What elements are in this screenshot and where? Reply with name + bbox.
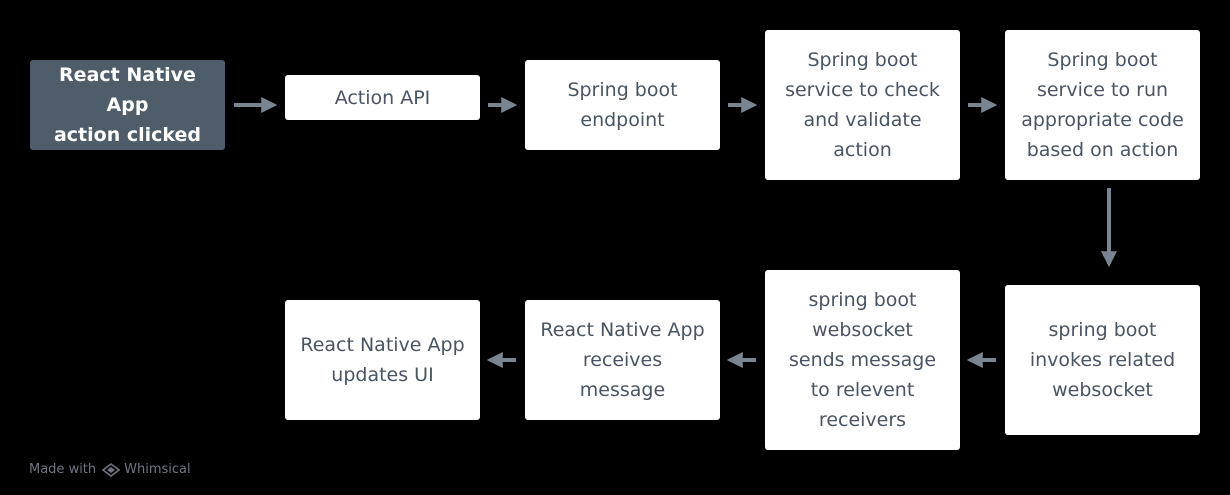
whimsical-brand-label: Whimsical [124, 462, 191, 477]
node-app-updates-ui: React Native App updates UI [285, 300, 480, 420]
made-with-label: Made with [29, 462, 97, 477]
node-invoke-websocket: spring boot invokes related websocket [1005, 285, 1200, 435]
node-app-receives-message: React Native App receives message [525, 300, 720, 420]
node-check-validate-service: Spring boot service to check and validat… [765, 30, 960, 180]
whimsical-brand: Whimsical [102, 462, 191, 477]
node-spring-boot-endpoint: Spring boot endpoint [525, 60, 720, 150]
node-run-code-service: Spring boot service to run appropriate c… [1005, 30, 1200, 180]
node-react-action-clicked: React Native App action clicked [30, 60, 225, 150]
node-action-api: Action API [285, 75, 480, 120]
footer-attribution: Made with Whimsical [29, 462, 191, 477]
whimsical-logo-icon [102, 462, 121, 477]
node-websocket-send: spring boot websocket sends message to r… [765, 270, 960, 450]
